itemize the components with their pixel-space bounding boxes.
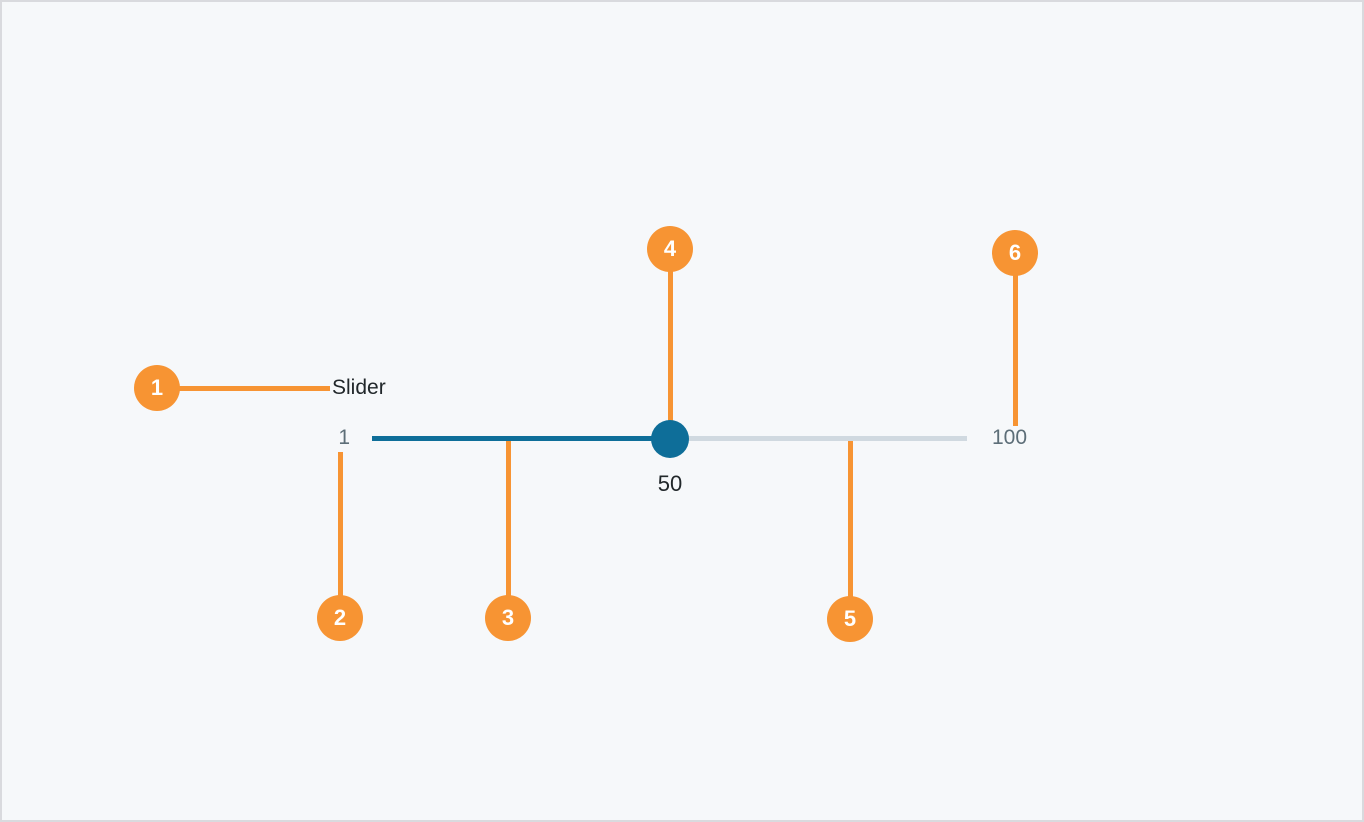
callout-6-number: 6	[1008, 240, 1022, 265]
slider-handle[interactable]	[651, 420, 689, 458]
callout-1-number: 1	[150, 375, 164, 400]
slider-track-filled[interactable]	[372, 436, 670, 441]
callout-5-badge: 5	[827, 596, 873, 642]
callout-3-number: 3	[501, 605, 515, 630]
callout-3-leader-line	[506, 439, 511, 598]
callout-6-badge: 6	[992, 230, 1038, 276]
callout-2-leader-line	[338, 452, 343, 598]
slider-max-label: 100	[992, 426, 1028, 449]
slider-min-label: 1	[338, 426, 350, 449]
callout-2-badge: 2	[317, 595, 363, 641]
callout-4-leader-line	[668, 270, 673, 430]
callout-1-badge: 1	[134, 365, 180, 411]
slider-label: Slider	[332, 376, 386, 399]
callout-3-badge: 3	[485, 595, 531, 641]
callout-5-number: 5	[843, 606, 857, 631]
callout-4-number: 4	[663, 236, 677, 261]
callout-5-leader-line	[848, 440, 853, 598]
callout-1-leader-line	[162, 386, 330, 391]
callout-6-leader-line	[1013, 274, 1018, 426]
slider-value-label: 50	[657, 471, 683, 496]
callout-2-number: 2	[333, 605, 347, 630]
callout-4-badge: 4	[647, 226, 693, 272]
